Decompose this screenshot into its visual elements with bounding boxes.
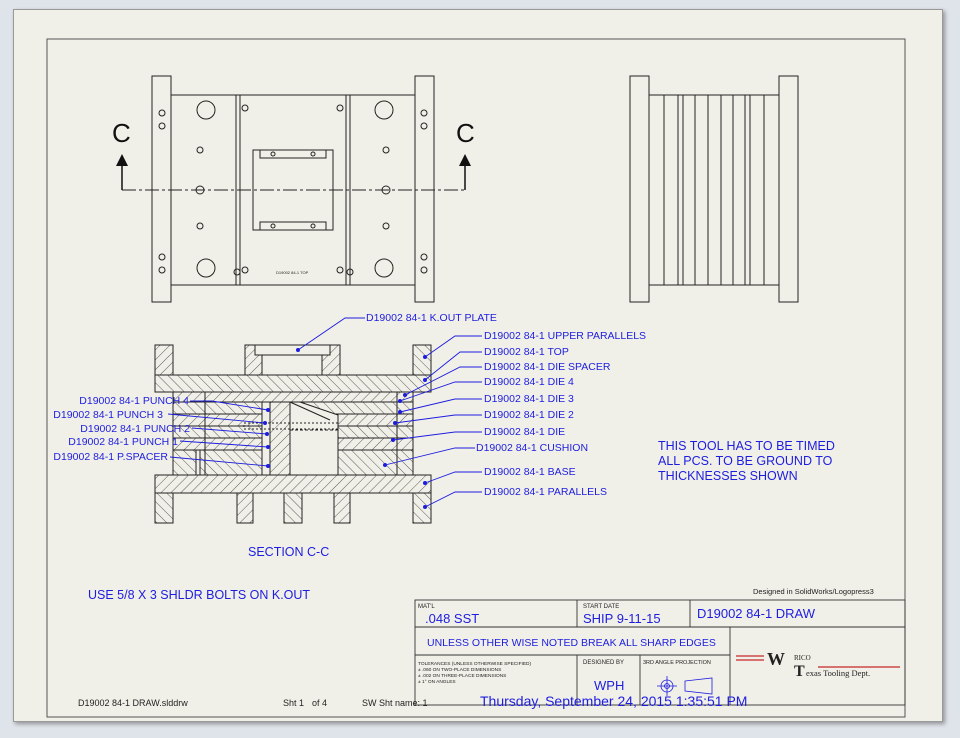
section-line [116, 154, 471, 191]
callout-die-4: D19002 84-1 DIE 4 [484, 376, 574, 388]
logo-w: W [767, 649, 785, 669]
callouts-left: D19002 84-1 PUNCH 4 D19002 84-1 PUNCH 3 … [53, 395, 190, 463]
callout-base: D19002 84-1 BASE [484, 466, 576, 478]
leader-dots [263, 348, 427, 509]
callout-cushion: D19002 84-1 CUSHION [476, 442, 588, 454]
leader-lines [167, 317, 482, 508]
callout-upper-parallels: D19002 84-1 UPPER PARALLELS [484, 330, 646, 342]
callout-die: D19002 84-1 DIE [484, 426, 565, 438]
logo-text: exas Tooling Dept. [806, 668, 870, 678]
logo-t: T [794, 663, 805, 680]
third-angle-projection-icon [657, 676, 713, 696]
tolerance-line-2: ± .060 ON TWO-PLACE DIMENSIONS [418, 667, 501, 673]
bolts-note: USE 5/8 X 3 SHLDR BOLTS ON K.OUT [88, 588, 310, 602]
tolerance-line-1: TOLERANCES (UNLESS OTHERWISE SPECIFIED) [418, 661, 532, 667]
sheet-total: of 4 [312, 698, 328, 708]
timing-note-line-2: ALL PCS. TO BE GROUND TO [658, 454, 833, 468]
drawing-border [46, 38, 906, 718]
matl-label: MAT'L [418, 604, 435, 610]
callout-punch-2: D19002 84-1 PUNCH 2 [80, 423, 190, 435]
designed-in-note: Designed in SolidWorks/Logopress3 [753, 587, 874, 596]
edges-note: UNLESS OTHER WISE NOTED BREAK ALL SHARP … [427, 637, 716, 649]
callout-punch-1: D19002 84-1 PUNCH 1 [68, 436, 178, 448]
sheet-number: Sht 1 [283, 698, 305, 708]
callout-kout-plate: D19002 84-1 K.OUT PLATE [366, 312, 497, 324]
tolerances: TOLERANCES (UNLESS OTHERWISE SPECIFIED) … [418, 661, 532, 685]
section-view [154, 344, 432, 524]
callout-parallels: D19002 84-1 PARALLELS [484, 486, 607, 498]
callout-die-2: D19002 84-1 DIE 2 [484, 409, 574, 421]
callouts-right: D19002 84-1 K.OUT PLATE D19002 84-1 UPPE… [366, 312, 646, 498]
title-block [414, 599, 906, 706]
sw-sheet-name: SW Sht name: 1 [362, 698, 428, 708]
side-view [629, 75, 799, 303]
company-logo: W RICO T exas Tooling Dept. [736, 649, 900, 680]
print-timestamp: Thursday, September 24, 2015 1:35:51 PM [480, 693, 748, 709]
callout-die-3: D19002 84-1 DIE 3 [484, 393, 574, 405]
projection-label: 3RD ANGLE PROJECTION [643, 660, 711, 666]
section-title: SECTION C-C [248, 545, 329, 559]
timing-note: THIS TOOL HAS TO BE TIMED ALL PCS. TO BE… [658, 439, 835, 483]
designed-by-value: WPH [594, 678, 624, 693]
callout-punch-3: D19002 84-1 PUNCH 3 [53, 409, 163, 421]
start-date-label: START DATE [583, 604, 619, 610]
callout-die-spacer: D19002 84-1 DIE SPACER [484, 361, 611, 373]
designed-by-label: DESIGNED BY [583, 660, 624, 666]
file-name: D19002 84-1 DRAW.slddrw [78, 698, 188, 708]
callout-punch-4: D19002 84-1 PUNCH 4 [79, 395, 189, 407]
plate-engraving: D19002 84-1 TOP [276, 270, 309, 275]
tolerance-line-4: ± 1° ON ANGLES [418, 679, 456, 685]
logo-rico: RICO [794, 654, 811, 662]
timing-note-line-3: THICKNESSES SHOWN [658, 469, 798, 483]
callout-p-spacer: D19002 84-1 P.SPACER [53, 451, 168, 463]
callout-top: D19002 84-1 TOP [484, 346, 569, 358]
drawing-name: D19002 84-1 DRAW [697, 606, 816, 621]
tolerance-line-3: ± .002 ON THREE-PLACE DIMENSIONS [418, 673, 506, 679]
timing-note-line-1: THIS TOOL HAS TO BE TIMED [658, 439, 835, 453]
section-marker-right: C [456, 118, 475, 148]
top-view [151, 75, 435, 303]
matl-value: .048 SST [425, 611, 479, 626]
start-date-value: SHIP 9-11-15 [583, 611, 661, 626]
section-marker-left: C [112, 118, 131, 148]
